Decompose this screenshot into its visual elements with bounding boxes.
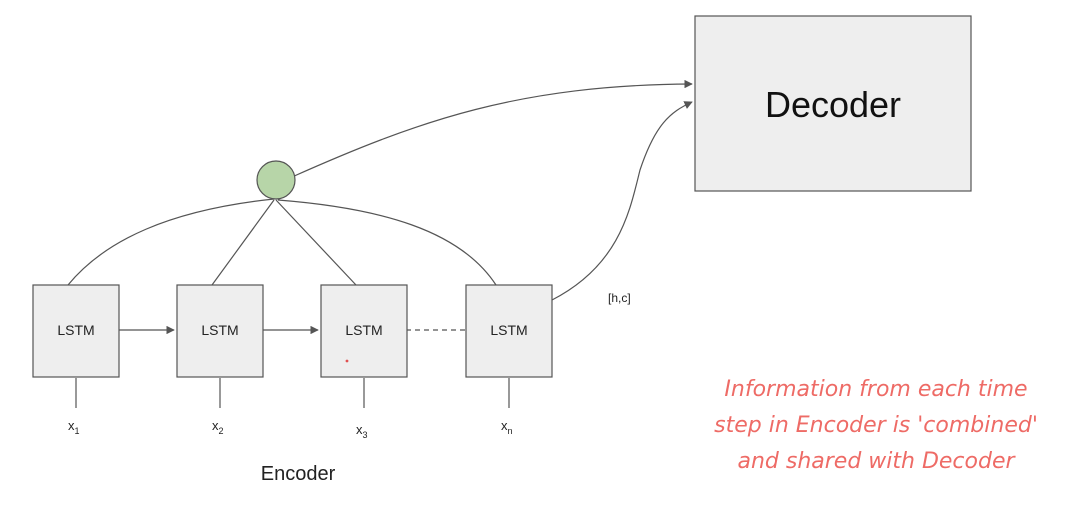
cell1-to-combine-line: [67, 198, 275, 286]
connections: [67, 79, 693, 408]
encoder-cells: LSTM LSTM LSTM LSTM: [32, 284, 553, 378]
annotation-note: Information from each time step in Encod…: [714, 377, 1038, 474]
lstm-box: [176, 284, 264, 378]
lstm-label: LSTM: [57, 322, 94, 338]
lstm-box: [32, 284, 120, 378]
lstm-cell-1: LSTM: [32, 284, 120, 378]
lstm-cell-3: LSTM: [320, 284, 408, 378]
final-state-to-decoder-arrow: [551, 101, 693, 301]
combine-node: [256, 160, 296, 200]
input-label-1: x1: [68, 418, 80, 436]
cell2-to-combine-line: [211, 199, 275, 286]
note-line-3: and shared with Decoder: [737, 449, 1016, 474]
note-line-2: step in Encoder is 'combined': [714, 413, 1038, 438]
lstm-cell-4: LSTM: [465, 284, 553, 378]
final-state-label: [h,c]: [608, 291, 631, 305]
lstm-label: LSTM: [490, 322, 527, 338]
combined-to-decoder-arrow: [291, 79, 693, 178]
input-labels: x1 x2 x3 xn: [68, 418, 513, 440]
lstm-label: LSTM: [345, 322, 382, 338]
cell3-to-combine-line: [275, 199, 357, 286]
encoder-label: Encoder: [261, 463, 336, 485]
decoder-label: Decoder: [765, 84, 901, 125]
decoder-box: [694, 15, 972, 192]
decoder-block: Decoder: [694, 15, 972, 192]
lstm-box: [320, 284, 408, 378]
red-dot-mark: [345, 359, 349, 363]
input-label-2: x2: [212, 418, 224, 436]
lstm-box: [465, 284, 553, 378]
input-label-4: xn: [501, 418, 513, 436]
note-line-1: Information from each time: [724, 377, 1027, 402]
lstm-cell-2: LSTM: [176, 284, 264, 378]
cell4-to-combine-line: [277, 199, 497, 286]
input-label-3: x3: [356, 422, 368, 440]
lstm-label: LSTM: [201, 322, 238, 338]
